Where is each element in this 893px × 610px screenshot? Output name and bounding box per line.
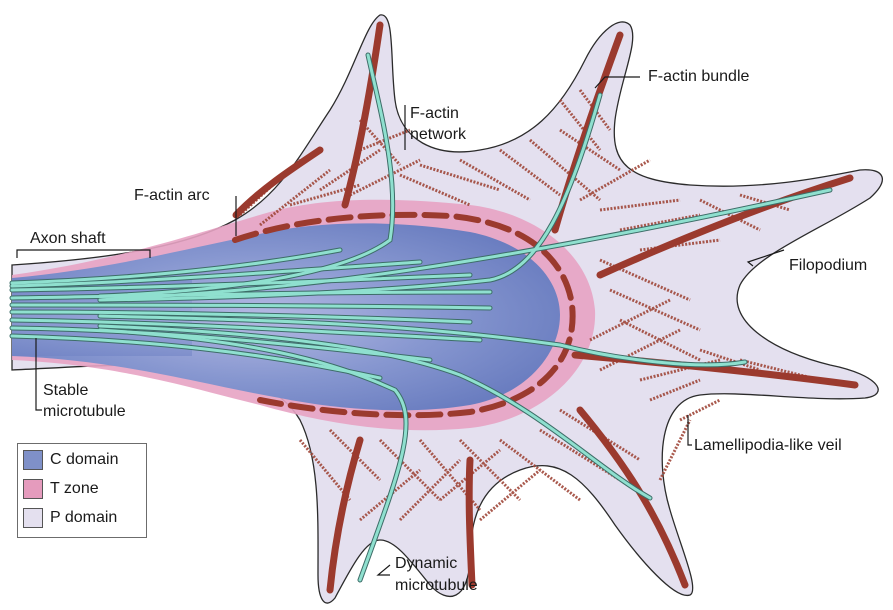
filopodium-label: Filopodium (789, 256, 867, 275)
legend-item-c-domain: C domain (23, 449, 118, 471)
lamellipodia-veil-label: Lamellipodia-like veil (694, 436, 842, 455)
legend-item-p-domain: P domain (23, 507, 117, 529)
legend-label-t-zone: T zone (50, 480, 99, 498)
legend-swatch-c-domain (23, 450, 43, 470)
stable-microtubule-label-line1: Stable (43, 381, 88, 400)
legend: C domain T zone P domain (17, 443, 147, 538)
legend-item-t-zone: T zone (23, 478, 99, 500)
f-actin-network-label-line1: F-actin (410, 104, 459, 123)
dynamic-microtubule-label-line1: Dynamic (395, 554, 457, 573)
legend-swatch-t-zone (23, 479, 43, 499)
f-actin-bundle-label: F-actin bundle (648, 67, 749, 86)
legend-swatch-p-domain (23, 508, 43, 528)
legend-label-p-domain: P domain (50, 509, 117, 527)
legend-label-c-domain: C domain (50, 451, 118, 469)
stable-microtubule-label-line2: microtubule (43, 402, 126, 421)
f-actin-arc-label: F-actin arc (134, 186, 210, 205)
f-actin-network-label-line2: network (410, 125, 466, 144)
axon-shaft-label: Axon shaft (30, 229, 106, 248)
dynamic-microtubule-label-line2: microtubule (395, 576, 478, 595)
